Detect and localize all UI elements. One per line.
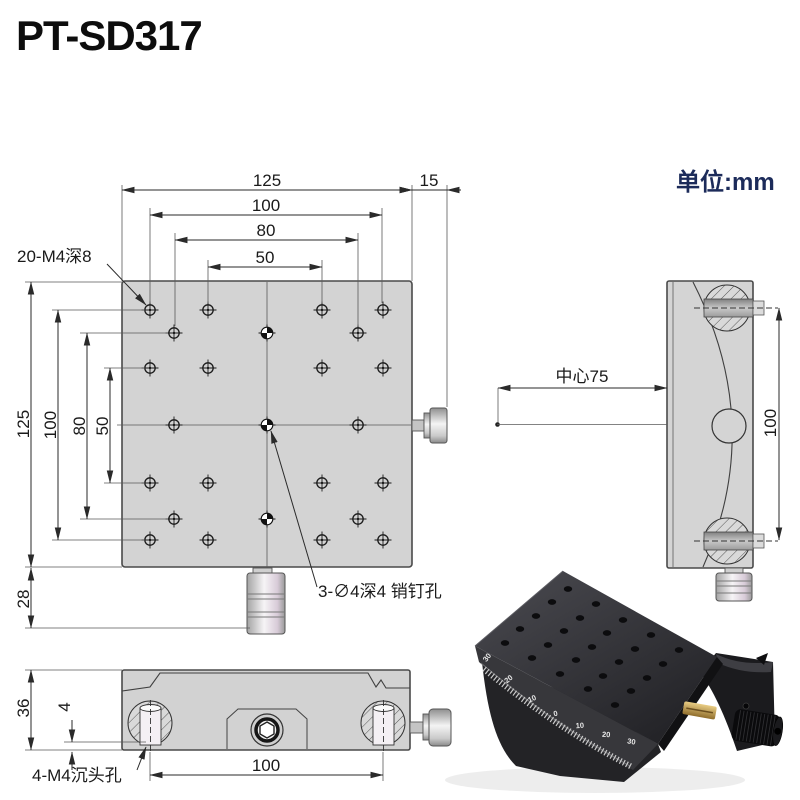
dim-4: 4 <box>55 702 74 711</box>
scale-label: 30 <box>627 736 637 746</box>
page-title: PT-SD317 <box>16 12 203 59</box>
extension-lines-top <box>25 185 448 629</box>
photo-scale-ticks <box>482 666 634 770</box>
adjustment-knob-right <box>411 407 448 444</box>
scale-label: 20 <box>602 730 611 740</box>
side-top-bearing <box>694 284 778 332</box>
front-right-countersink <box>360 700 406 752</box>
front-knob <box>409 708 452 747</box>
front-dimensions: 36 4 100 4-M4沉头孔 <box>14 669 384 785</box>
dim-125-left: 125 <box>14 410 33 438</box>
callouts: 20-M4深8 3-∅4深4 销钉孔 <box>17 247 442 601</box>
front-extension-lines <box>25 669 384 781</box>
dim-50-left: 50 <box>93 417 112 436</box>
dim-125-top: 125 <box>253 171 281 190</box>
dim-28: 28 <box>14 590 33 609</box>
side-dimensions: 中心75 100 <box>495 307 783 541</box>
dim-36: 36 <box>14 699 33 718</box>
dim-100-side: 100 <box>761 409 780 437</box>
front-center-socket <box>226 708 308 749</box>
front-view: 36 4 100 4-M4沉头孔 <box>14 669 452 785</box>
dim-80-left: 80 <box>70 417 89 436</box>
front-top-contour <box>121 672 410 692</box>
scale-label: 10 <box>526 693 537 705</box>
hex-socket-icon <box>259 721 275 739</box>
top-view: 125 15 100 80 50 125 100 80 <box>14 171 461 635</box>
photo-arc-face <box>475 646 658 770</box>
product-photo: 30 20 10 0 10 20 30 <box>445 570 784 793</box>
dim-50-top: 50 <box>256 248 275 267</box>
front-left-countersink <box>127 700 173 752</box>
dim-15: 15 <box>420 171 439 190</box>
label-thread-holes: 20-M4深8 <box>17 247 92 266</box>
dim-100-front: 100 <box>252 756 280 775</box>
label-countersunk-holes: 4-M4沉头孔 <box>32 766 122 785</box>
dimensions-top: 125 15 100 80 50 <box>121 171 461 271</box>
label-pin-holes: 3-∅4深4 销钉孔 <box>318 582 442 601</box>
dim-100-left: 100 <box>41 411 60 439</box>
side-center-hole <box>711 408 747 444</box>
photo-shadow <box>445 767 745 793</box>
photo-plate-holes <box>500 586 684 708</box>
dimensions-left: 125 100 80 50 28 <box>14 281 114 629</box>
photo-knurled-knob <box>731 709 784 747</box>
side-view: 中心75 100 <box>495 280 783 602</box>
dim-80-top: 80 <box>257 221 276 240</box>
side-bottom-bearing <box>694 517 778 565</box>
scale-label: 0 <box>553 709 559 719</box>
side-bottom-knob <box>715 567 753 602</box>
unit-label: 单位:mm <box>676 169 775 196</box>
scale-label: 10 <box>575 721 584 731</box>
dim-center-75: 中心75 <box>556 367 609 386</box>
dim-100-top: 100 <box>252 196 280 215</box>
photo-drive-screw <box>682 701 717 720</box>
adjustment-knob-bottom <box>246 567 286 635</box>
